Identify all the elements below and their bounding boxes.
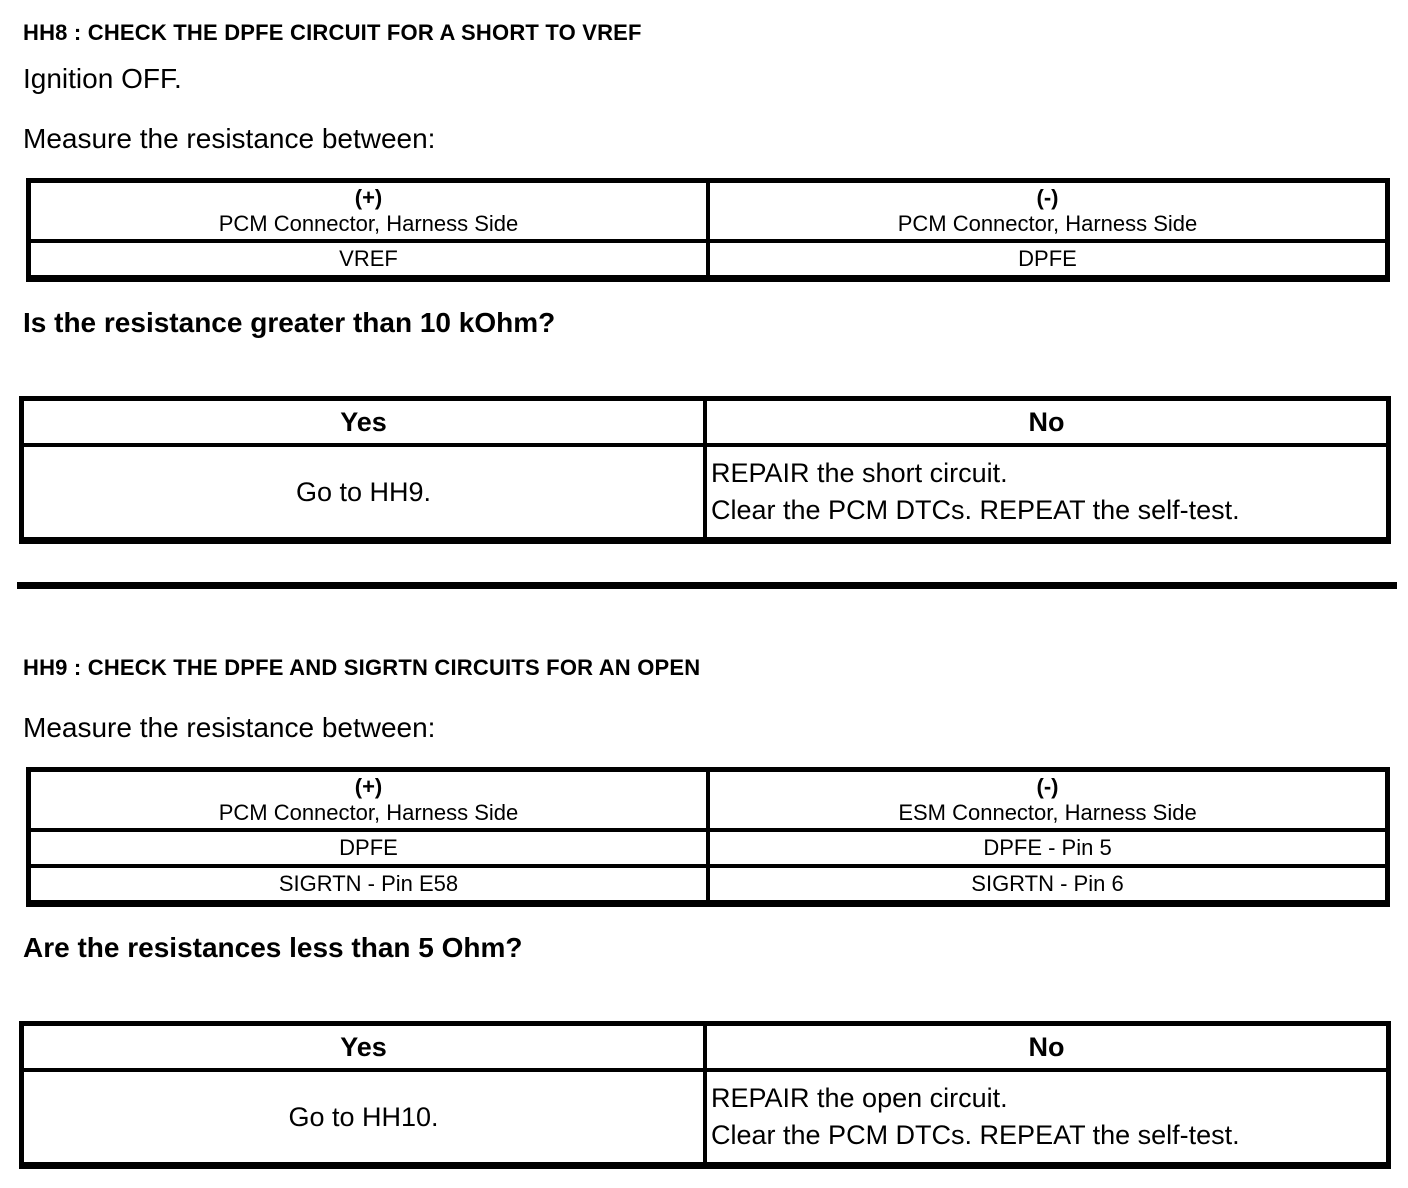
- positive-header-cell: (+) PCM Connector, Harness Side: [26, 767, 710, 832]
- negative-polarity-label: (-): [1036, 185, 1059, 210]
- no-action-line: REPAIR the short circuit.: [711, 458, 1008, 488]
- decision-header-row: Yes No: [19, 1021, 1391, 1072]
- negative-connector-label: PCM Connector, Harness Side: [897, 211, 1198, 236]
- positive-pin-cell: SIGRTN - Pin E58: [26, 864, 710, 906]
- measurement-table-hh8: (+) PCM Connector, Harness Side (-) PCM …: [26, 178, 1390, 282]
- positive-pin-cell: DPFE: [26, 828, 710, 868]
- measure-instruction-hh9: Measure the resistance between:: [23, 712, 436, 743]
- no-header-cell: No: [703, 1021, 1391, 1072]
- decision-row: Go to HH9. REPAIR the short circuit. Cle…: [19, 443, 1391, 543]
- measurement-row: VREF DPFE: [26, 239, 1390, 281]
- no-header-cell: No: [703, 396, 1391, 447]
- decision-row: Go to HH10. REPAIR the open circuit. Cle…: [19, 1068, 1391, 1168]
- ignition-off-instruction: Ignition OFF.: [23, 63, 182, 94]
- negative-header-cell: (-) PCM Connector, Harness Side: [706, 178, 1390, 243]
- no-action-cell: REPAIR the open circuit. Clear the PCM D…: [703, 1068, 1391, 1168]
- no-action-line: REPAIR the open circuit.: [711, 1083, 1008, 1113]
- measurement-table-hh9: (+) PCM Connector, Harness Side (-) ESM …: [26, 767, 1390, 907]
- no-action-cell: REPAIR the short circuit. Clear the PCM …: [703, 443, 1391, 543]
- step-hh9-title: HH9 : CHECK THE DPFE AND SIGRTN CIRCUITS…: [23, 655, 701, 680]
- negative-connector-label: ESM Connector, Harness Side: [898, 800, 1197, 825]
- positive-polarity-label: (+): [354, 774, 383, 799]
- measurement-row: SIGRTN - Pin E58 SIGRTN - Pin 6: [26, 864, 1390, 906]
- positive-polarity-label: (+): [354, 185, 383, 210]
- section-hh8: HH8 : CHECK THE DPFE CIRCUIT FOR A SHORT…: [19, 20, 1408, 544]
- positive-connector-label: PCM Connector, Harness Side: [218, 800, 519, 825]
- question-hh9: Are the resistances less than 5 Ohm?: [23, 932, 523, 963]
- measurement-row: DPFE DPFE - Pin 5: [26, 828, 1390, 868]
- positive-pin-cell: VREF: [26, 239, 710, 281]
- decision-table-hh9: Yes No Go to HH10. REPAIR the open circu…: [19, 1021, 1391, 1169]
- measurement-header-row: (+) PCM Connector, Harness Side (-) ESM …: [26, 767, 1390, 832]
- section-divider: [17, 582, 1397, 589]
- section-hh9: HH9 : CHECK THE DPFE AND SIGRTN CIRCUITS…: [19, 655, 1408, 1169]
- no-action-line: Clear the PCM DTCs. REPEAT the self-test…: [711, 1120, 1240, 1150]
- step-hh8-title: HH8 : CHECK THE DPFE CIRCUIT FOR A SHORT…: [23, 20, 642, 45]
- measurement-header-row: (+) PCM Connector, Harness Side (-) PCM …: [26, 178, 1390, 243]
- no-action-line: Clear the PCM DTCs. REPEAT the self-test…: [711, 495, 1240, 525]
- negative-pin-cell: SIGRTN - Pin 6: [706, 864, 1390, 906]
- negative-polarity-label: (-): [1036, 774, 1059, 799]
- positive-connector-label: PCM Connector, Harness Side: [218, 211, 519, 236]
- yes-header-cell: Yes: [19, 396, 707, 447]
- decision-header-row: Yes No: [19, 396, 1391, 447]
- negative-pin-cell: DPFE - Pin 5: [706, 828, 1390, 868]
- question-hh8: Is the resistance greater than 10 kOhm?: [23, 307, 556, 338]
- yes-action-cell: Go to HH9.: [19, 443, 707, 543]
- yes-action-cell: Go to HH10.: [19, 1068, 707, 1168]
- negative-pin-cell: DPFE: [706, 239, 1390, 281]
- measure-instruction-hh8: Measure the resistance between:: [23, 123, 436, 154]
- yes-header-cell: Yes: [19, 1021, 707, 1072]
- decision-table-hh8: Yes No Go to HH9. REPAIR the short circu…: [19, 396, 1391, 544]
- negative-header-cell: (-) ESM Connector, Harness Side: [706, 767, 1390, 832]
- positive-header-cell: (+) PCM Connector, Harness Side: [26, 178, 710, 243]
